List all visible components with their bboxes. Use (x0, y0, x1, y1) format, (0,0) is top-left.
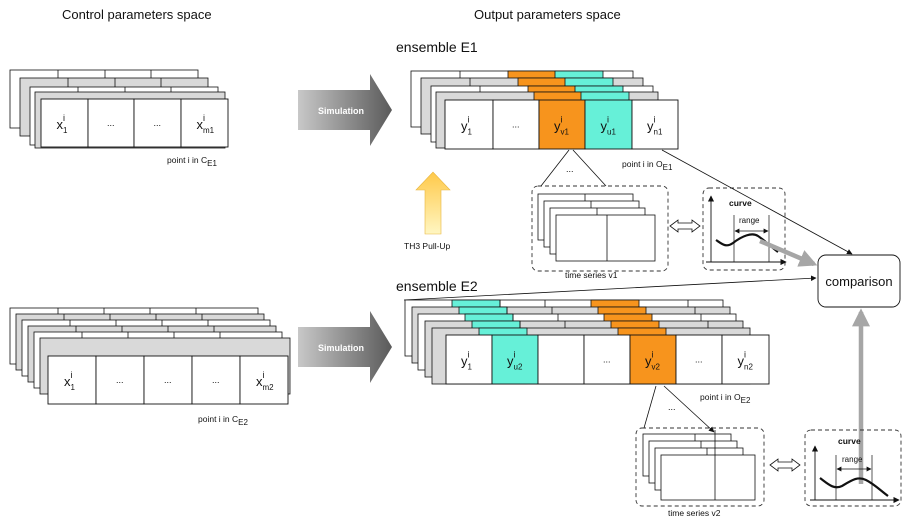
e2-output-cell (491, 334, 539, 385)
e2-curve-title: curve (838, 436, 861, 446)
control-space-header: Control parameters space (62, 7, 212, 22)
e2-control-cell-label: ... (212, 375, 220, 385)
e1-control-cell (180, 98, 229, 148)
e1-title: ensemble E1 (396, 39, 478, 55)
e2-output-cell (445, 334, 493, 385)
e2-control-cell (143, 355, 193, 405)
e1-expansion-dots: ... (566, 164, 574, 174)
e2-range-label: range (842, 455, 863, 464)
e2-output-cell (537, 334, 585, 385)
comparison-box: comparison (817, 254, 901, 308)
e1-output-cell-label: ... (512, 120, 520, 130)
e1-control-caption: point i in CE1 (167, 155, 218, 168)
e2-output-cell (721, 334, 770, 385)
e1-curve-box: curve range (702, 187, 787, 271)
e1-control-cell-label: ... (107, 118, 115, 128)
comparison-label: comparison (825, 274, 892, 289)
e2-output-cell (675, 334, 723, 385)
e1-output-cell (492, 99, 540, 150)
e2-curve-box: curve range (804, 429, 902, 507)
e1-time-series-box: time series v1 (531, 185, 669, 280)
e2-expansion-dots: ... (668, 402, 676, 412)
e1-output-cell (584, 99, 633, 150)
e2-output-caption: point i in OE2 (700, 392, 751, 405)
pull-up-arrow: TH3 Pull-Up (404, 171, 451, 251)
e1-control-cell (40, 98, 89, 148)
e1-curve-title: curve (729, 198, 752, 208)
e2-control-caption: point i in CE2 (198, 414, 249, 427)
e2-output-cell (583, 334, 631, 385)
output-space-header: Output parameters space (474, 7, 621, 22)
e2-control-cell-label: ... (116, 375, 124, 385)
e2-control-cell (95, 355, 145, 405)
e1-time-series-caption: time series v1 (565, 270, 618, 280)
double-arrow-icon (669, 219, 701, 233)
e1-control-cell (87, 98, 135, 148)
e1-simulation-arrow: Simulation (298, 74, 392, 146)
e1-output-cell (538, 99, 586, 150)
e1-output-caption: point i in OE1 (622, 159, 673, 172)
e2-output-cell (629, 334, 677, 385)
e2-simulation-arrow: Simulation (298, 311, 392, 383)
e2-output-cell-label: ... (695, 355, 703, 365)
pull-up-label: TH3 Pull-Up (404, 241, 451, 251)
e2-control-cell (47, 355, 97, 405)
double-arrow-icon (769, 458, 801, 472)
e1-simulation-label: Simulation (318, 106, 364, 116)
e1-output-cell (631, 99, 679, 150)
e1-control-cell-label: ... (154, 118, 162, 128)
e2-output-cell-label: ... (603, 355, 611, 365)
e1-output-cell (444, 99, 494, 150)
e2-simulation-label: Simulation (318, 343, 364, 353)
e1-control-cell (133, 98, 182, 148)
e2-time-series-caption: time series v2 (668, 508, 721, 518)
e2-time-series-box: time series v2 (635, 427, 765, 518)
e2-control-cell (191, 355, 241, 405)
e1-range-label: range (739, 216, 760, 225)
e2-control-cell-label: ... (164, 375, 172, 385)
e2-control-cell (239, 355, 289, 405)
e2-title: ensemble E2 (396, 278, 478, 294)
